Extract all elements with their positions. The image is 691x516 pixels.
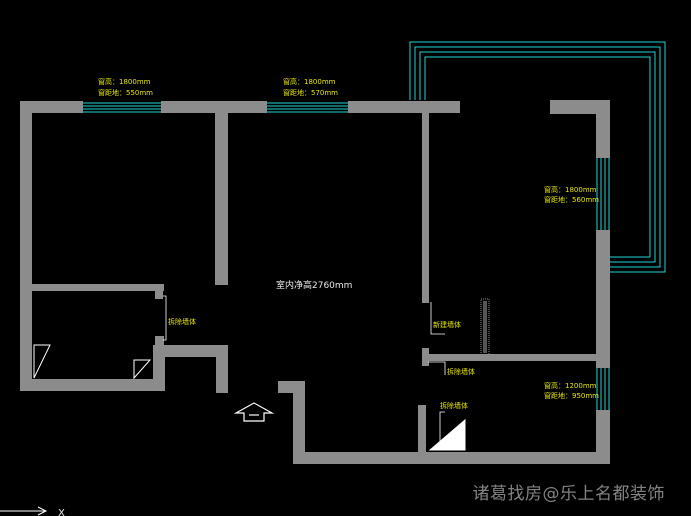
window-label-4-sill: 窗距地：950mm [544,391,599,400]
entrance-arrow-icon [233,402,275,422]
axis-indicator [0,506,48,516]
wall-note-demolish-left: 拆除墙体 [168,317,196,326]
annotation-leaders [163,295,446,450]
walls [20,100,610,464]
balcony-outline [409,41,666,273]
new-wall-block [480,298,490,356]
axis-label: X [58,508,65,516]
window-label-3-sill: 窗距地：560mm [544,195,599,204]
watermark: 诸葛找房@乐上名都装饰 [472,484,665,504]
window-label-1-height: 窗高：1800mm [98,77,151,86]
window-label-4-height: 窗高：1200mm [544,381,597,390]
ceiling-height-label: 室内净高2760mm [276,279,352,291]
window-label-3-height: 窗高：1800mm [544,185,597,194]
windows [83,102,610,410]
door-swings [33,344,466,451]
window-label-1-sill: 窗距地：550mm [98,88,153,97]
wall-note-demolish-bottom: 拆除墙体 [440,401,468,410]
window-label-2-sill: 窗距地：570mm [283,88,338,97]
wall-note-demolish-right: 拆除墙体 [447,367,475,376]
wall-note-new-wall: 新建墙体 [433,320,461,329]
window-label-2-height: 窗高：1800mm [283,77,336,86]
